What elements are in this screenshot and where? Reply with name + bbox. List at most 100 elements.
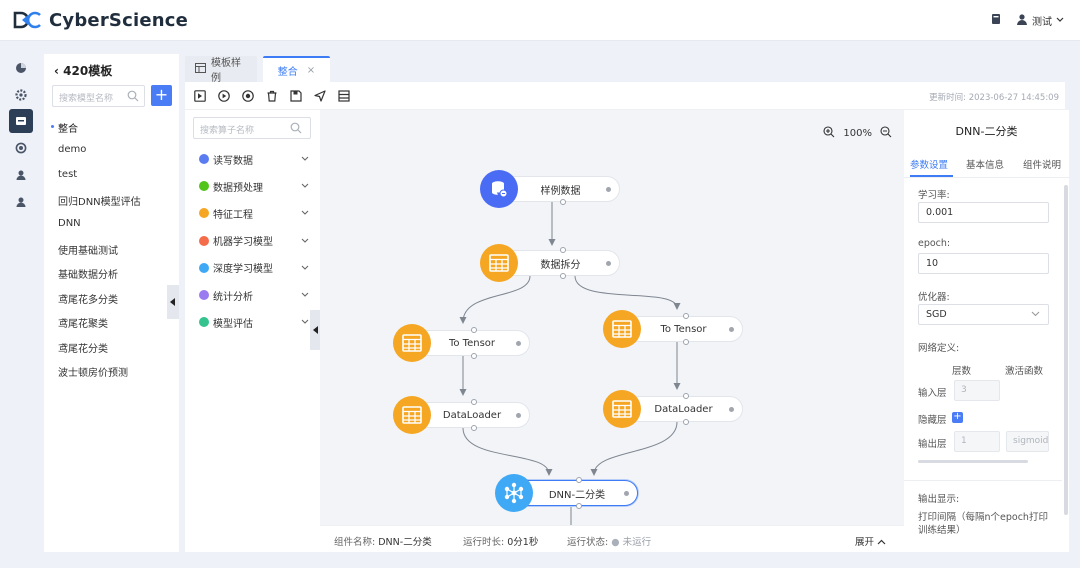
- operator-category[interactable]: 读写数据: [199, 151, 309, 167]
- expand-button[interactable]: 展开: [855, 534, 886, 548]
- tab-integration[interactable]: 整合 ×: [263, 56, 330, 82]
- list-item[interactable]: demo: [58, 144, 87, 156]
- input-port[interactable]: [682, 393, 689, 399]
- workflow-node[interactable]: 数据拆分: [480, 244, 620, 282]
- stop-icon[interactable]: [241, 89, 255, 103]
- workflow-node[interactable]: DataLoader: [603, 390, 743, 428]
- send-icon[interactable]: [313, 89, 327, 103]
- output-port[interactable]: [682, 419, 689, 425]
- input-port[interactable]: [471, 399, 477, 405]
- workflow-node[interactable]: To Tensor: [603, 310, 743, 348]
- learning-rate-input[interactable]: 0.001: [918, 202, 1049, 223]
- rail-user-manage-icon[interactable]: [9, 190, 33, 214]
- operator-collapse-button[interactable]: [310, 310, 321, 350]
- play-icon[interactable]: [217, 89, 231, 103]
- input-port[interactable]: [576, 477, 582, 483]
- operator-category[interactable]: 模型评估: [199, 314, 309, 330]
- sidebar-collapse-button[interactable]: [167, 285, 179, 319]
- rail-user-icon[interactable]: [9, 163, 33, 187]
- output-port[interactable]: [682, 339, 689, 345]
- horizontal-scrollbar[interactable]: [918, 460, 1028, 463]
- input-layer-count[interactable]: 3: [954, 380, 1000, 401]
- input-port[interactable]: [471, 327, 477, 333]
- chevron-down-icon: [1056, 15, 1064, 26]
- workflow-edges: [459, 202, 681, 525]
- tab-params[interactable]: 参数设置: [910, 160, 949, 171]
- edge: [462, 427, 553, 476]
- output-activation[interactable]: sigmoid: [1006, 431, 1049, 452]
- sidebar-title[interactable]: ‹ 420模板: [54, 64, 113, 78]
- output-port[interactable]: [559, 273, 566, 279]
- output-layer-label: 输出层: [918, 439, 947, 450]
- network-icon: [495, 474, 533, 512]
- add-model-button[interactable]: +: [151, 85, 172, 106]
- list-item[interactable]: 鸢尾花多分类: [58, 294, 118, 306]
- output-port[interactable]: [576, 503, 582, 509]
- output-layer-count[interactable]: 1: [954, 431, 1000, 452]
- output-port[interactable]: [471, 353, 477, 359]
- zoom-out-icon[interactable]: [880, 126, 892, 141]
- rail-target-icon[interactable]: [9, 136, 33, 160]
- tab-divider: [904, 177, 1069, 178]
- output-port[interactable]: [559, 199, 566, 205]
- list-item[interactable]: DNN: [58, 217, 81, 229]
- operator-category[interactable]: 特征工程: [199, 205, 309, 221]
- workflow-node[interactable]: DataLoader: [393, 396, 530, 434]
- list-item[interactable]: 回归DNN模型评估: [58, 197, 141, 209]
- workflow-node[interactable]: To Tensor: [393, 324, 530, 362]
- operator-category[interactable]: 数据预处理: [199, 178, 309, 194]
- operator-search-input[interactable]: 搜索算子名称: [193, 117, 311, 139]
- tab-template-sample[interactable]: 模板样例: [185, 56, 257, 84]
- input-port[interactable]: [559, 247, 566, 253]
- panel-scrollbar[interactable]: [1064, 185, 1068, 515]
- workflow-node[interactable]: 样例数据: [480, 170, 620, 208]
- list-item[interactable]: 鸢尾花分类: [58, 343, 108, 355]
- run-step-icon[interactable]: [193, 89, 207, 103]
- delete-icon[interactable]: [265, 89, 279, 103]
- optimizer-select[interactable]: SGD: [918, 304, 1049, 325]
- top-right-controls: 测试: [990, 10, 1064, 30]
- zoom-in-icon[interactable]: [823, 126, 835, 141]
- chevron-down-icon: [301, 317, 309, 328]
- model-search-input[interactable]: 搜索模型名称: [52, 85, 145, 107]
- close-icon[interactable]: ×: [306, 64, 316, 76]
- output-port[interactable]: [471, 425, 477, 431]
- user-name: 测试: [1032, 16, 1052, 28]
- epoch-input[interactable]: 10: [918, 253, 1049, 274]
- rail-settings-icon[interactable]: [9, 83, 33, 107]
- table-icon: [393, 324, 431, 362]
- rail-dashboard-icon[interactable]: [9, 56, 33, 80]
- list-item[interactable]: 波士顿房价预测: [58, 368, 128, 379]
- save-icon[interactable]: [289, 89, 303, 103]
- left-rail: [0, 41, 42, 568]
- active-tab-indicator: [910, 175, 953, 177]
- list-item[interactable]: 鸢尾花聚类: [58, 319, 108, 331]
- list-item[interactable]: 基础数据分析: [58, 270, 118, 282]
- list-item[interactable]: 整合: [51, 120, 78, 135]
- input-port[interactable]: [682, 313, 689, 319]
- list-item[interactable]: test: [58, 168, 78, 180]
- category-icon: [199, 290, 209, 300]
- update-time: 更新时间: 2023-06-27 14:45:09: [929, 93, 1059, 103]
- edge: [574, 275, 681, 310]
- tab-basic-info[interactable]: 基本信息: [966, 160, 1005, 171]
- operator-category[interactable]: 深度学习模型: [199, 260, 309, 276]
- category-icon: [199, 208, 209, 219]
- chevron-down-icon: [301, 208, 309, 219]
- list-item[interactable]: 使用基础测试: [58, 246, 118, 257]
- operator-category[interactable]: 统计分析: [199, 287, 309, 303]
- workflow-node[interactable]: DNN-二分类: [495, 474, 638, 512]
- user-menu[interactable]: 测试: [1016, 13, 1064, 28]
- tab-component-desc[interactable]: 组件说明: [1023, 160, 1062, 171]
- rail-model-icon[interactable]: [9, 109, 33, 133]
- toolbar: 更新时间: 2023-06-27 14:45:09: [185, 82, 1065, 110]
- app-logo[interactable]: CyberScience: [13, 8, 188, 32]
- run-state: 运行状态: ● 未运行: [567, 537, 652, 548]
- add-hidden-layer-icon[interactable]: +: [952, 411, 963, 423]
- operator-category[interactable]: 机器学习模型: [199, 233, 309, 249]
- learning-rate-label: 学习率:: [918, 190, 950, 201]
- chevron-down-icon: [301, 154, 309, 165]
- notification-icon[interactable]: [990, 13, 1002, 28]
- template-save-icon[interactable]: [337, 89, 351, 103]
